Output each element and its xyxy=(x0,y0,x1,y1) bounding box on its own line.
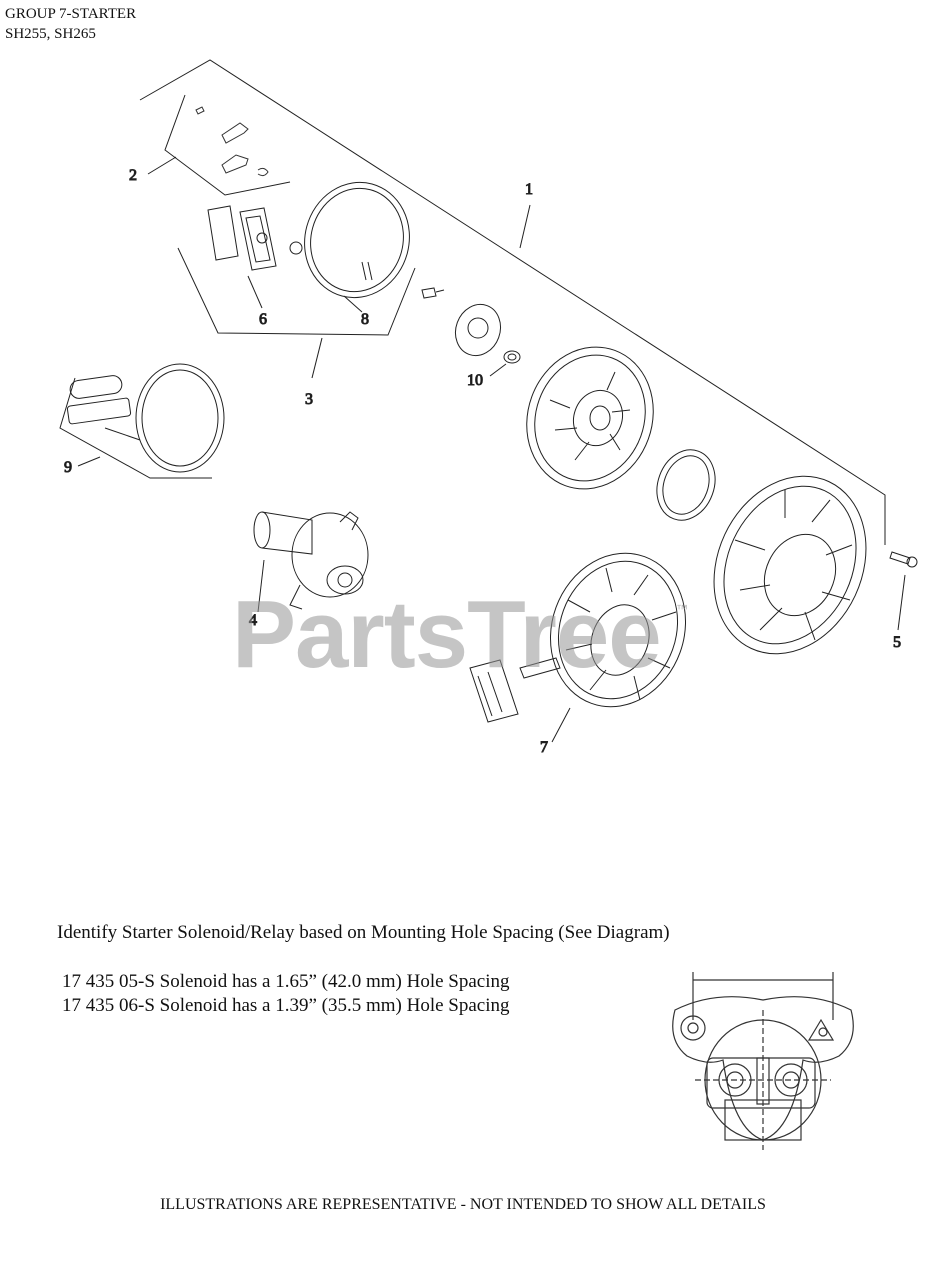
watermark-trademark: ™ xyxy=(676,602,688,616)
part-5-bolt xyxy=(889,551,918,568)
group-9-outline xyxy=(59,377,212,479)
callout-3: 3 xyxy=(305,391,313,408)
assembly-1-outline xyxy=(139,59,886,545)
part-4-starter-motor xyxy=(253,511,369,610)
leader-5 xyxy=(897,574,906,631)
leader-1 xyxy=(519,204,531,249)
starter-reel xyxy=(526,346,654,490)
leader-7 xyxy=(551,707,571,743)
group-2-outline xyxy=(164,94,291,196)
model-numbers: SH255, SH265 xyxy=(5,26,96,42)
callout-4: 4 xyxy=(249,612,257,629)
callout-1: 1 xyxy=(525,181,533,198)
part-9-handle-rope xyxy=(66,363,225,473)
callout-6: 6 xyxy=(259,311,267,328)
leader-2 xyxy=(147,156,177,175)
leader-9 xyxy=(77,456,101,467)
part-10-spring xyxy=(503,350,521,364)
ratchet-cam xyxy=(454,303,502,357)
leader-10 xyxy=(489,363,507,377)
solenoid-note-title: Identify Starter Solenoid/Relay based on… xyxy=(57,922,670,943)
leader-8 xyxy=(343,295,363,313)
part-7-recoil-starter xyxy=(469,552,687,723)
callout-2: 2 xyxy=(129,167,137,184)
solenoid-hole-spacing-diagram xyxy=(672,972,854,1150)
leader-3 xyxy=(311,337,323,379)
solenoid-note-2: 17 435 06-S Solenoid has a 1.39” (35.5 m… xyxy=(62,995,510,1016)
callout-7: 7 xyxy=(540,739,548,756)
center-pin xyxy=(421,287,445,299)
callout-8: 8 xyxy=(361,311,369,328)
watermark-logo: PartsTree xyxy=(232,581,662,688)
footer-disclaimer: ILLUSTRATIONS ARE REPRESENTATIVE - NOT I… xyxy=(160,1196,766,1213)
callout-9: 9 xyxy=(64,459,72,476)
starter-housing xyxy=(713,475,867,655)
exploded-parts-diagram: 1 2 3 4 5 6 7 8 9 10 xyxy=(59,59,918,757)
solenoid-note-1: 17 435 05-S Solenoid has a 1.65” (42.0 m… xyxy=(62,971,510,992)
leader-4 xyxy=(257,559,265,613)
group-3-outline xyxy=(177,247,416,336)
leader-6 xyxy=(247,275,263,309)
callout-5: 5 xyxy=(893,634,901,651)
part-8-rope xyxy=(289,181,410,299)
callout-10: 10 xyxy=(467,372,483,389)
group-title: GROUP 7-STARTER xyxy=(5,6,137,22)
pawl-parts xyxy=(195,106,269,177)
recoil-spring xyxy=(656,449,716,521)
part-6-blocks xyxy=(207,205,277,271)
